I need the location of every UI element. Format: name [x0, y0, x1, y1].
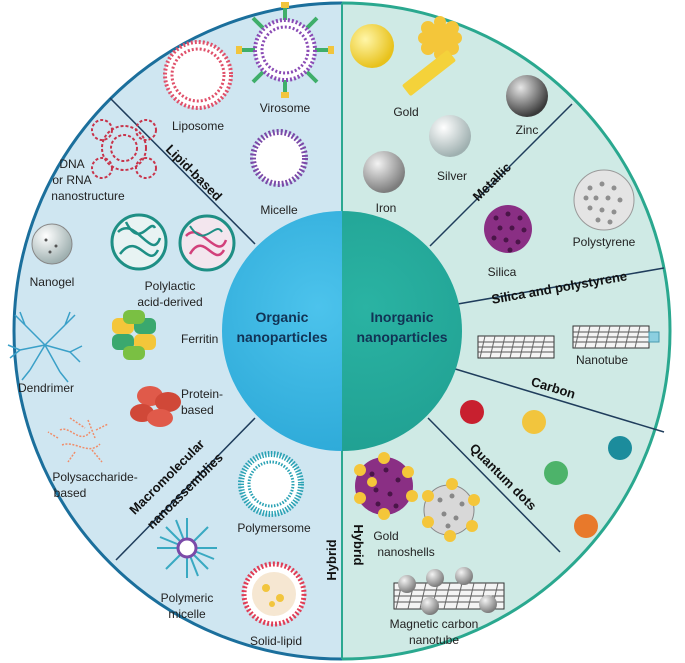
zinc-label: Zinc [516, 123, 539, 137]
protein-based-icon [130, 386, 181, 427]
dna-label-1: DNA [59, 157, 84, 171]
organic-title-1: Organic [256, 309, 309, 325]
magnetic-cnt-label-1: Magnetic carbon [390, 617, 479, 631]
dna-nanostructure-icon [91, 119, 157, 179]
polymersome-label: Polymersome [237, 521, 311, 535]
gold-nanoshells-label-2: nanoshells [377, 545, 434, 559]
polymeric-micelle-icon [157, 518, 217, 578]
polymeric-micelle-label-2: micelle [168, 607, 206, 621]
silver-icon [429, 115, 471, 157]
silica-icon [484, 205, 532, 253]
category-hybrid-right: Hybrid [351, 524, 366, 565]
iron-label: Iron [376, 201, 397, 215]
ferritin-label: Ferritin [181, 332, 218, 346]
polylactic-label-1: Polylactic [145, 279, 196, 293]
dna-label-2: or RNA [52, 173, 91, 187]
nanogel-label: Nanogel [30, 275, 75, 289]
polysaccharide-label-1: Polysaccharide- [52, 470, 137, 484]
gold-nanoshells-icon [354, 452, 480, 542]
protein-label-1: Protein- [181, 387, 223, 401]
polystyrene-icon [573, 169, 635, 231]
polylactic-label-2: acid-derived [137, 295, 202, 309]
nanotube-icon [477, 325, 660, 359]
nanotube-label: Nanotube [576, 353, 628, 367]
magnetic-carbon-nanotube-icon [393, 567, 505, 615]
polystyrene-label: Polystyrene [573, 235, 636, 249]
polysaccharide-label-2: based [54, 486, 87, 500]
dendrimer-label: Dendrimer [18, 381, 74, 395]
liposome-icon [163, 40, 233, 110]
inorganic-title-2: nanoparticles [356, 329, 447, 345]
gold-label: Gold [393, 105, 418, 119]
sector-dividers [109, 97, 665, 561]
category-hybrid-left: Hybrid [324, 539, 339, 580]
center-circle: Organic nanoparticles Inorganic nanopart… [222, 211, 462, 451]
inorganic-title-1: Inorganic [370, 309, 433, 325]
micelle-label: Micelle [260, 203, 298, 217]
magnetic-cnt-label-2: nanotube [409, 633, 459, 647]
silica-label: Silica [488, 265, 517, 279]
protein-label-2: based [181, 403, 214, 417]
polymeric-micelle-label-1: Polymeric [161, 591, 214, 605]
gold-icon [350, 16, 462, 96]
dna-label-3: nanostructure [51, 189, 125, 203]
iron-icon [363, 151, 405, 193]
dendrimer-icon [7, 311, 83, 383]
liposome-label: Liposome [172, 119, 224, 133]
nanogel-icon [31, 223, 73, 265]
zinc-icon [506, 75, 548, 117]
solid-lipid-label: Solid-lipid [250, 634, 302, 648]
polymersome-icon [238, 451, 304, 517]
ferritin-icon [112, 310, 156, 360]
polylactic-acid-icon [110, 213, 236, 272]
virosome-label: Virosome [260, 101, 311, 115]
quantum-dots-icon [460, 400, 632, 538]
gold-nanoshells-label-1: Gold [373, 529, 398, 543]
silver-label: Silver [437, 169, 467, 183]
solid-lipid-icon [241, 561, 307, 627]
micelle-icon [250, 129, 308, 187]
organic-title-2: nanoparticles [236, 329, 327, 345]
virosome-icon [236, 2, 334, 98]
polysaccharide-icon [47, 417, 109, 463]
